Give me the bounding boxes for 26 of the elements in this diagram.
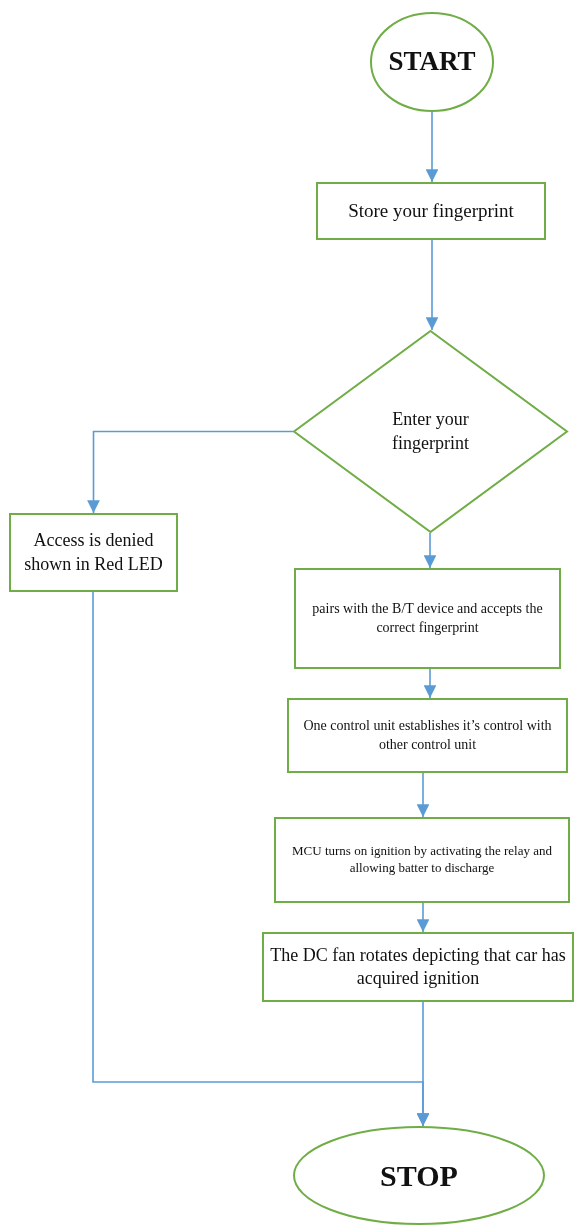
node-text: MCU turns on ignition by activating the relay and allowing batter to discharge [291, 843, 553, 877]
arrow [425, 111, 439, 183]
node-text: START [388, 45, 476, 79]
node-text: The DC fan rotates depicting that car has acquired ignition [269, 943, 567, 990]
node-text: pairs with the B/T device and accepts the correct fingerprint [311, 600, 544, 637]
node-text: One control unit establishes it’s control with other control unit [302, 717, 553, 754]
process-box [287, 698, 568, 773]
arrow [423, 668, 437, 699]
start-terminal [370, 12, 494, 112]
decision-diamond [293, 330, 568, 533]
arrow [425, 239, 439, 331]
arrow [416, 772, 430, 818]
process-box [9, 513, 178, 592]
stop-terminal [293, 1126, 545, 1225]
node-text: Access is denied shown in Red LED [23, 529, 164, 576]
node-text: STOP [380, 1158, 458, 1194]
arrow [87, 430, 294, 514]
process-box [316, 182, 546, 240]
arrow [416, 902, 430, 933]
arrow [92, 591, 430, 1127]
node-text: Enter your fingerprint [391, 408, 470, 455]
arrow [423, 532, 437, 569]
node-text: Store your fingerprint [348, 198, 514, 223]
process-box [294, 568, 561, 669]
process-box [262, 932, 574, 1002]
process-box [274, 817, 570, 903]
